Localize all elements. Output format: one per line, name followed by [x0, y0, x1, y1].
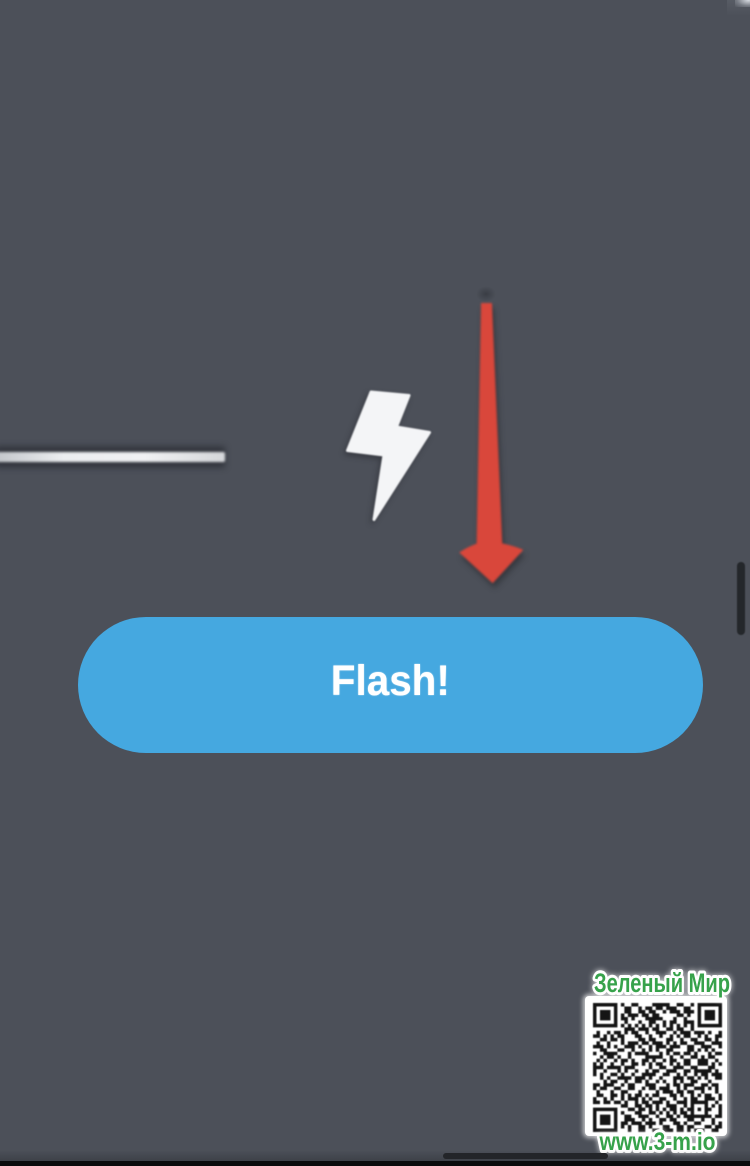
- svg-text:Зеленый Мир: Зеленый Мир: [594, 968, 730, 998]
- svg-text:www.3-m.io: www.3-m.io: [599, 1128, 716, 1156]
